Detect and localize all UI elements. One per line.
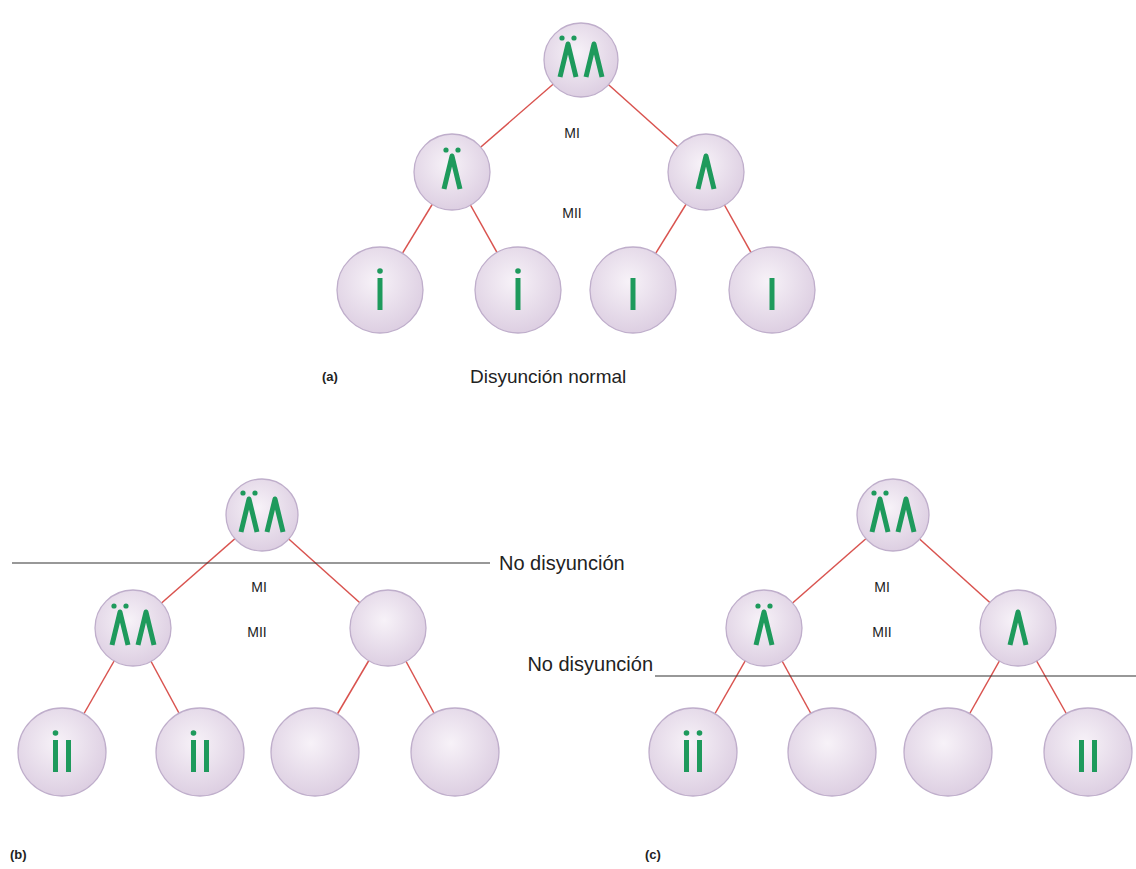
chromatid (631, 278, 636, 310)
chromatid (684, 740, 689, 772)
chromatid-mark (697, 730, 703, 736)
chromosome (756, 612, 772, 645)
chromosome-mark (767, 603, 772, 608)
cell (726, 590, 802, 666)
cell-circle (904, 708, 992, 796)
cell-circle (411, 708, 499, 796)
chromosome-mark (123, 603, 128, 608)
cell-circle (590, 247, 676, 333)
chromosome (444, 156, 460, 189)
chromosome-mark (240, 490, 245, 495)
cell (156, 708, 244, 796)
cell (1044, 708, 1132, 796)
cell (475, 247, 561, 333)
cell-circle (726, 590, 802, 666)
cell (590, 247, 676, 333)
cell (980, 590, 1056, 666)
cell (857, 479, 929, 551)
cell-circle (271, 708, 359, 796)
chromatid (378, 278, 383, 310)
panel-title: Disyunción normal (470, 367, 626, 388)
chromatid (770, 278, 775, 310)
cell-circle (857, 479, 929, 551)
chromosome (898, 499, 914, 532)
panel-label: (a) (322, 370, 338, 384)
chromatid (697, 740, 702, 772)
cell (337, 247, 423, 333)
chromatid (204, 740, 209, 772)
cell-circle (729, 247, 815, 333)
chromatid-mark (377, 268, 383, 274)
panel-label: (b) (10, 848, 27, 862)
chromosome (267, 499, 283, 532)
chromosome (112, 612, 128, 645)
chromosome-mark (871, 490, 876, 495)
cell-circle (95, 590, 171, 666)
phase-label: MI (872, 580, 892, 595)
cell (788, 708, 876, 796)
chromatid (53, 740, 58, 772)
chromosome (1010, 612, 1026, 645)
chromosome (241, 499, 257, 532)
chromosome (560, 44, 576, 77)
chromosome-mark (455, 147, 460, 152)
chromatid (1092, 740, 1097, 772)
nondisjunction-line (655, 675, 1136, 676)
cell (729, 247, 815, 333)
chromatid (66, 740, 71, 772)
chromosome (698, 156, 714, 189)
cell-circle (980, 590, 1056, 666)
cell-circle (788, 708, 876, 796)
chromatid (516, 278, 521, 310)
chromatid (191, 740, 196, 772)
phase-label: MII (560, 206, 583, 221)
cell-circle (544, 23, 618, 97)
nondisjunction-line (12, 562, 490, 563)
cell-circle (649, 708, 737, 796)
cell (226, 479, 298, 551)
chromosome-mark (443, 147, 448, 152)
cell-circle (1044, 708, 1132, 796)
cell-circle (337, 247, 423, 333)
cell (668, 134, 744, 210)
chromatid-mark (684, 730, 690, 736)
cell-circle (156, 708, 244, 796)
cell-circle (414, 134, 490, 210)
chromosome-mark (755, 603, 760, 608)
phase-label: MI (249, 580, 269, 595)
chromosome (872, 499, 888, 532)
phase-label: MI (562, 126, 582, 141)
cell-circle (475, 247, 561, 333)
chromatid-mark (515, 268, 521, 274)
cell (414, 134, 490, 210)
cell (350, 590, 426, 666)
chromatid (1079, 740, 1084, 772)
chromosome (138, 612, 154, 645)
cell (649, 708, 737, 796)
panel-label: (c) (645, 848, 661, 862)
cell-circle (350, 590, 426, 666)
cell (904, 708, 992, 796)
event-label: No disyunción (525, 653, 655, 675)
chromatid-mark (191, 730, 197, 736)
chromosome-mark (571, 35, 576, 40)
cell (271, 708, 359, 796)
cell (544, 23, 618, 97)
cell (411, 708, 499, 796)
phase-label: MII (245, 625, 268, 640)
cell-circle (18, 708, 106, 796)
cell-circle (226, 479, 298, 551)
cell (18, 708, 106, 796)
chromosome (586, 44, 602, 77)
phase-label: MII (870, 625, 893, 640)
chromosome-mark (559, 35, 564, 40)
chromatid-mark (53, 730, 59, 736)
event-label: No disyunción (497, 552, 627, 574)
chromosome-mark (883, 490, 888, 495)
cell-circle (668, 134, 744, 210)
chromosome-mark (111, 603, 116, 608)
cell (95, 590, 171, 666)
chromosome-mark (252, 490, 257, 495)
